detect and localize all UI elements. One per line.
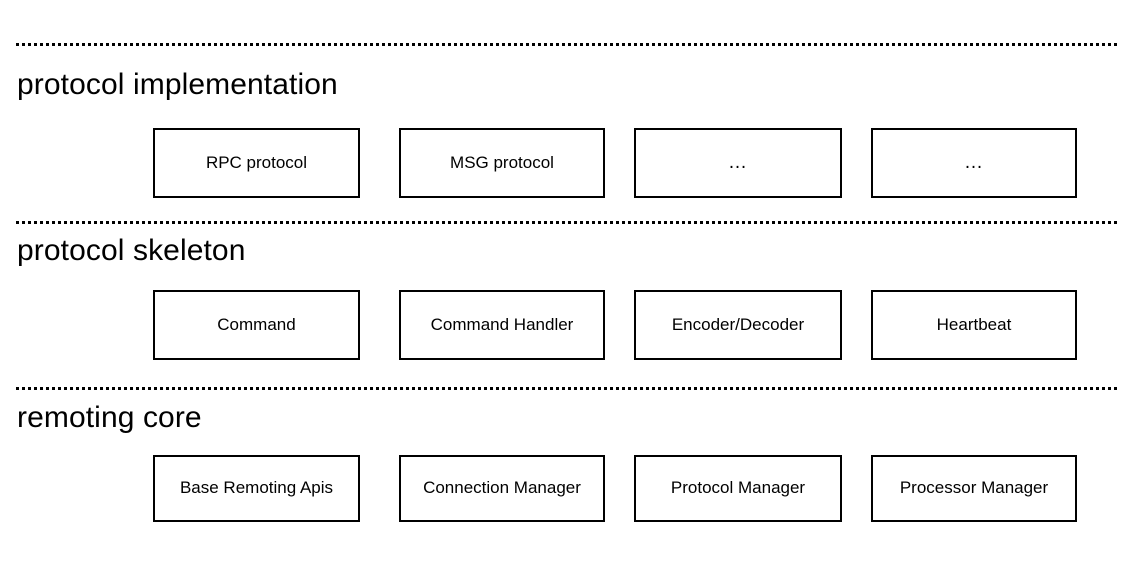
- box-protocol-manager: Protocol Manager: [634, 455, 842, 522]
- box-processor-manager: Processor Manager: [871, 455, 1077, 522]
- box-rpc-protocol: RPC protocol: [153, 128, 360, 198]
- section-divider-top: [16, 43, 1118, 46]
- box-msg-protocol: MSG protocol: [399, 128, 605, 198]
- box-base-remoting-apis: Base Remoting Apis: [153, 455, 360, 522]
- box-protocol-placeholder-1: …: [634, 128, 842, 198]
- box-command: Command: [153, 290, 360, 360]
- section-divider-bottom: [16, 387, 1118, 390]
- section-label-protocol-skeleton: protocol skeleton: [17, 234, 246, 267]
- section-divider-middle: [16, 221, 1118, 224]
- box-connection-manager: Connection Manager: [399, 455, 605, 522]
- section-label-protocol-implementation: protocol implementation: [17, 68, 338, 101]
- box-protocol-placeholder-2: …: [871, 128, 1077, 198]
- section-label-remoting-core: remoting core: [17, 401, 202, 434]
- box-encoder-decoder: Encoder/Decoder: [634, 290, 842, 360]
- box-command-handler: Command Handler: [399, 290, 605, 360]
- box-heartbeat: Heartbeat: [871, 290, 1077, 360]
